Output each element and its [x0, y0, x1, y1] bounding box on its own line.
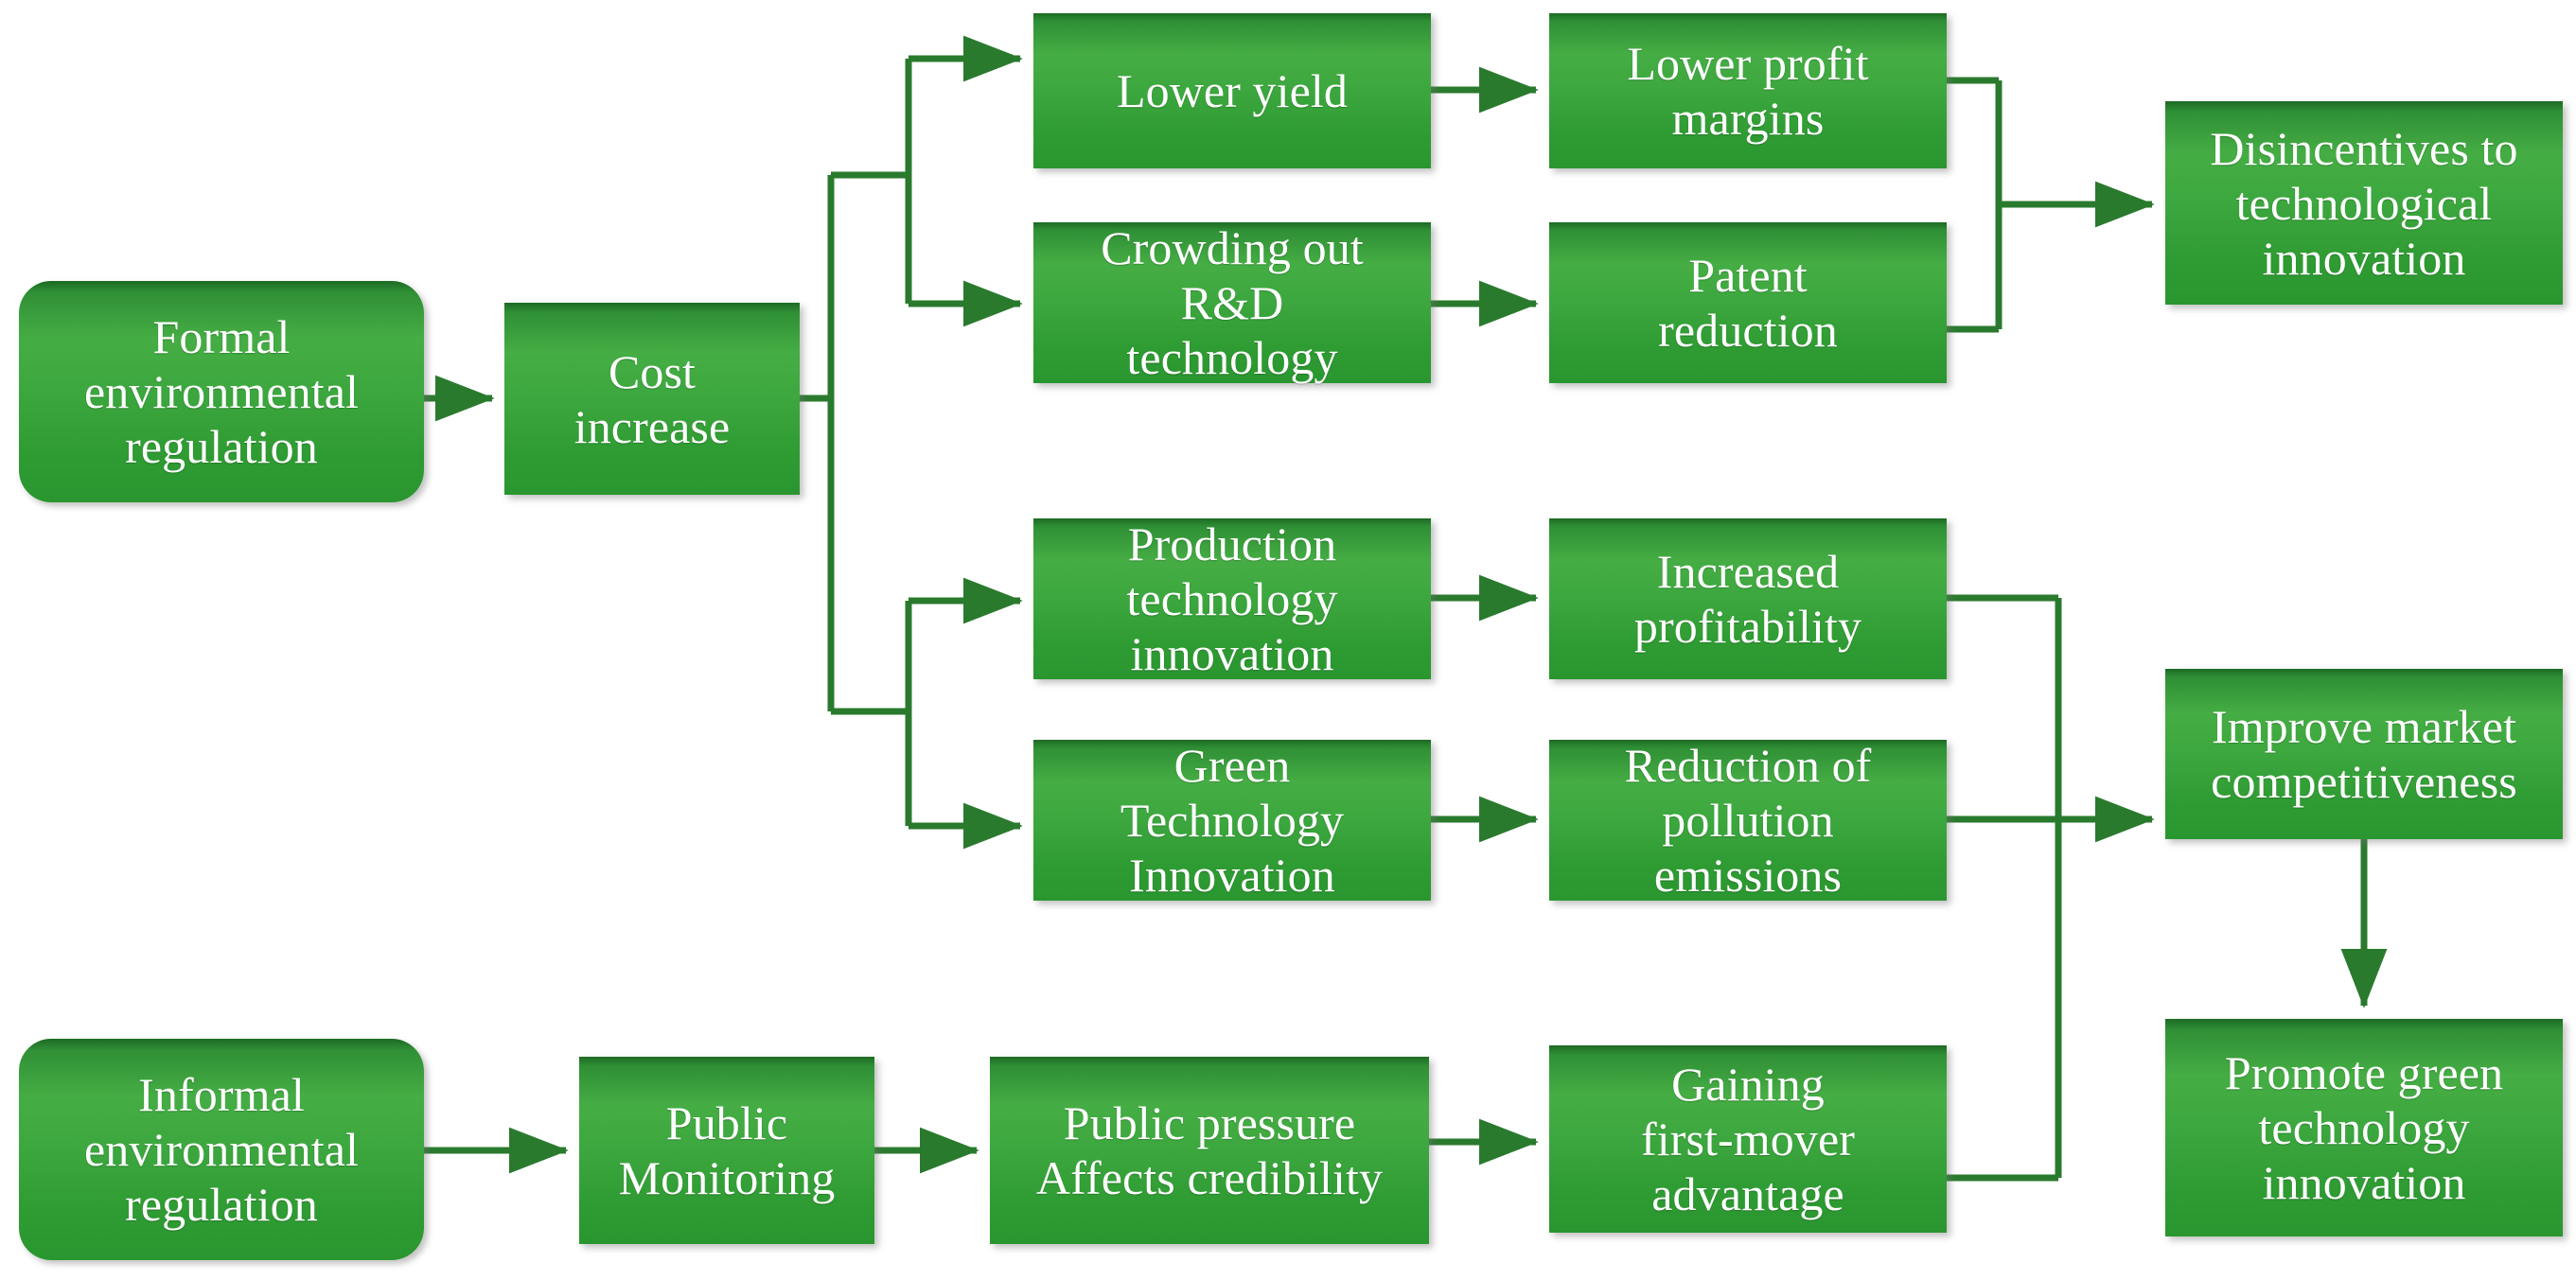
node-increased-profitability[interactable]: Increased profitability — [1549, 518, 1947, 679]
node-label: Formal environmental regulation — [83, 310, 360, 473]
node-label: Public Monitoring — [618, 1096, 836, 1204]
node-formal-environmental-regulation[interactable]: Formal environmental regulation — [19, 281, 424, 502]
node-promote-green-technology-innovation[interactable]: Promote green technology innovation — [2165, 1019, 2563, 1236]
node-label: Cost increase — [573, 344, 731, 453]
node-label: Informal environmental regulation — [83, 1068, 360, 1231]
node-label: Patent reduction — [1658, 249, 1838, 357]
node-reduction-of-pollution-emissions[interactable]: Reduction of pollution emissions — [1549, 739, 1947, 902]
node-label: Disincentives to technological innovatio… — [2210, 121, 2518, 285]
node-label: Reduction of pollution emissions — [1624, 739, 1872, 902]
node-public-monitoring[interactable]: Public Monitoring — [579, 1057, 874, 1244]
node-label: Production technology innovation — [1126, 517, 1338, 680]
node-lower-yield[interactable]: Lower yield — [1033, 13, 1431, 168]
node-green-technology-innovation[interactable]: Green Technology Innovation — [1033, 739, 1431, 902]
node-disincentives-to-technological-innovation[interactable]: Disincentives to technological innovatio… — [2165, 101, 2563, 305]
node-label: Gaining first-mover advantage — [1640, 1058, 1856, 1220]
node-lower-profit-margins[interactable]: Lower profit margins — [1549, 13, 1947, 168]
node-label: Improve market competitiveness — [2211, 700, 2517, 808]
node-label: Public pressure Affects credibility — [1035, 1096, 1384, 1204]
node-label: Increased profitability — [1633, 545, 1862, 653]
node-cost-increase[interactable]: Cost increase — [504, 303, 800, 495]
node-informal-environmental-regulation[interactable]: Informal environmental regulation — [19, 1039, 424, 1260]
node-label: Crowding out R&D technology — [1101, 221, 1364, 384]
node-production-technology-innovation[interactable]: Production technology innovation — [1033, 517, 1431, 680]
node-label: Lower yield — [1116, 64, 1349, 117]
node-crowding-out-rd-technology[interactable]: Crowding out R&D technology — [1033, 221, 1431, 384]
node-patent-reduction[interactable]: Patent reduction — [1549, 222, 1947, 383]
node-improve-market-competitiveness[interactable]: Improve market competitiveness — [2165, 669, 2563, 839]
node-label: Lower profit margins — [1627, 37, 1869, 145]
node-label: Green Technology Innovation — [1120, 739, 1345, 902]
node-public-pressure-affects-credibility[interactable]: Public pressure Affects credibility — [990, 1057, 1429, 1244]
node-label: Promote green technology innovation — [2224, 1046, 2504, 1209]
node-gaining-first-mover-advantage[interactable]: Gaining first-mover advantage — [1549, 1045, 1947, 1233]
